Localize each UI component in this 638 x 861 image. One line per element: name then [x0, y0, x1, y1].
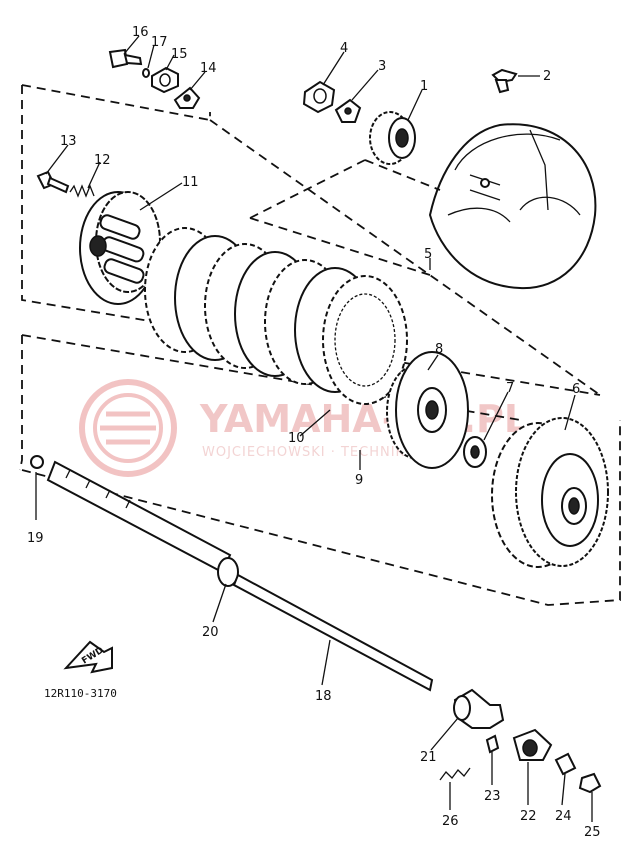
callout-20: 20 [202, 625, 219, 640]
callout-23: 23 [484, 789, 501, 804]
push-lever-assembly [439, 688, 602, 794]
watermark: YAMAHA-ON.PL WOJCIECHOWSKI · TECHNIKAPLA… [79, 379, 528, 477]
callout-18: 18 [315, 689, 332, 704]
callout-4: 4 [340, 41, 348, 56]
crankcase-cover [428, 123, 597, 290]
watermark-subtitle: WOJCIECHOWSKI · TECHNIKAPLAM [202, 445, 454, 460]
callout-24: 24 [555, 809, 572, 824]
callout-3: 3 [378, 59, 386, 74]
clutch-plate-stack [144, 227, 408, 405]
forward-arrow: FWD [63, 640, 113, 674]
watermark-title: YAMAHA-ON.PL [199, 397, 528, 441]
adjuster-hardware [108, 48, 201, 109]
push-rod-long [232, 573, 434, 692]
callout-1: 1 [420, 79, 428, 94]
callout-numbers: 1 2 3 4 5 6 7 8 9 10 11 12 13 14 15 16 1… [27, 25, 601, 840]
callout-8: 8 [435, 342, 443, 357]
callout-11: 11 [182, 175, 199, 190]
callout-19: 19 [27, 531, 44, 546]
drawing-code: 12R110-3170 [44, 687, 117, 700]
callout-5: 5 [424, 247, 432, 262]
callout-21: 21 [420, 750, 437, 765]
bolt-and-spring [36, 170, 95, 198]
leader-lines [35, 35, 593, 822]
callout-6: 6 [572, 382, 580, 397]
top-hardware [302, 68, 518, 123]
callout-25: 25 [584, 825, 601, 840]
pressure-plate [79, 191, 161, 305]
callout-13: 13 [60, 134, 77, 149]
callout-22: 22 [520, 809, 537, 824]
callout-16: 16 [132, 25, 149, 40]
clutch-boss [386, 351, 469, 469]
callout-9: 9 [355, 473, 363, 488]
callout-26: 26 [442, 814, 459, 829]
callout-2: 2 [543, 69, 551, 84]
thrust-washer [463, 436, 487, 468]
clutch-housing [491, 417, 609, 568]
callout-14: 14 [200, 61, 217, 76]
callout-17: 17 [151, 35, 168, 50]
callout-7: 7 [506, 381, 514, 396]
callout-12: 12 [94, 153, 111, 168]
callout-10: 10 [288, 431, 305, 446]
primary-drive-gear [369, 111, 416, 165]
push-rod-short [30, 455, 239, 587]
callout-15: 15 [171, 47, 188, 62]
